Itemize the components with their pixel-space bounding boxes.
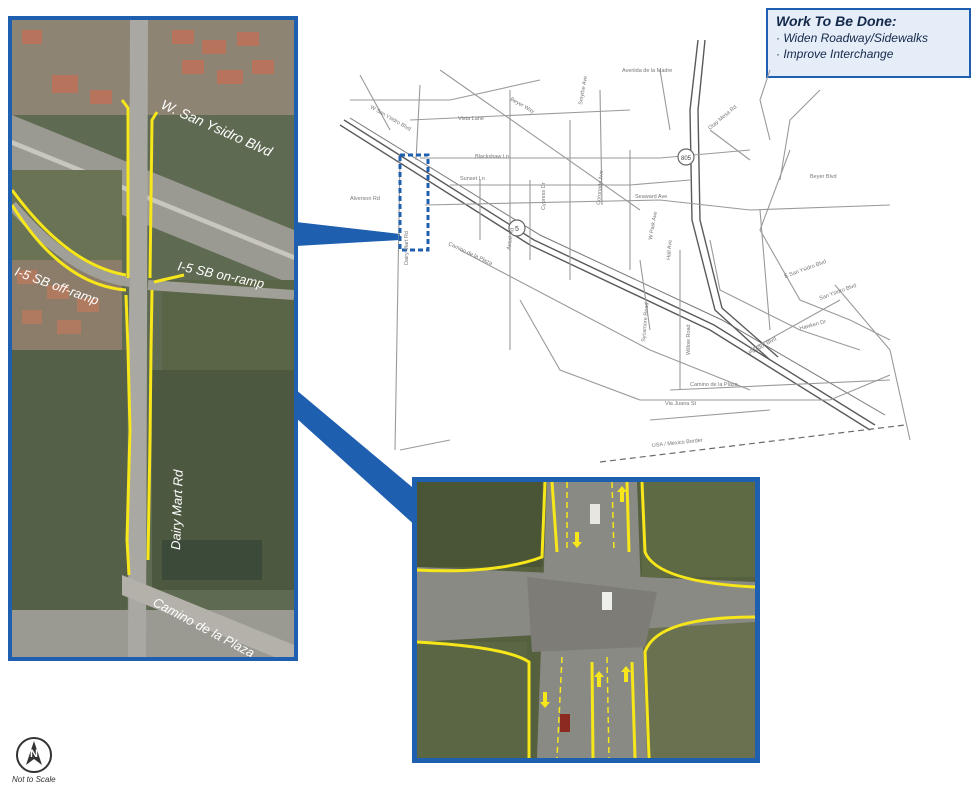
scale-note: Not to Scale (12, 775, 56, 784)
intersection-inset-panel (412, 477, 760, 763)
shield-label-805: 805 (681, 156, 692, 162)
map-label: Otay Mesa Rd (707, 104, 738, 131)
map-label: W Park Ave (648, 211, 659, 240)
map-label: Blackshaw Ln (475, 154, 509, 160)
map-label: Sycamore Road (641, 302, 650, 342)
lane-arrow-icon (572, 532, 582, 548)
map-label: Vista Lane (458, 116, 484, 122)
map-label: Hall Ave (666, 240, 674, 261)
project-location-box (398, 153, 430, 252)
map-label: Cypress Dr (541, 182, 547, 210)
map-label: Dairy Mart Rd (404, 231, 410, 265)
north-arrow-icon: N (16, 737, 52, 773)
north-letter: N (30, 748, 38, 760)
map-label: Alverson Rd (350, 196, 380, 202)
aerial-photo: W. San Ysidro Blvd I-5 SB off-ramp I-5 S… (12, 20, 294, 657)
intersection-aerial (417, 482, 755, 758)
legend-item-interchange: · Improve Interchange (776, 47, 894, 61)
lane-arrow-icon (594, 671, 604, 687)
interstate-shield-icon (508, 219, 526, 237)
map-label: Camino de la Plaza (690, 382, 739, 388)
map-label: Averil Rd (506, 227, 516, 250)
overview-street-map: 805 5 Averiida de la Madre Sunset Ln Vis… (339, 39, 911, 463)
map-label: Beyer Blvd (810, 174, 837, 180)
aerial-label-dairy-mart: Dairy Mart Rd (168, 469, 186, 550)
map-label: USA / Mexico Border (652, 438, 704, 449)
callout-wedge-overview (296, 222, 400, 246)
legend-item-widen: · Widen Roadway/Sidewalks (776, 31, 928, 45)
lane-arrow-icon (621, 666, 631, 682)
map-label: Sunset Ln (460, 176, 485, 182)
interstate-shield-icon (677, 148, 695, 166)
map-label: E San Ysidro Blvd (784, 259, 828, 280)
shield-label-5: 5 (515, 226, 519, 233)
map-label: Coronado Ave (596, 170, 605, 205)
map-label: W San Ysidro Blvd (369, 105, 412, 133)
map-label: Smythe Ave (578, 75, 589, 105)
map-label: San Ysidro Blvd (819, 283, 858, 302)
aerial-photo-panel: W. San Ysidro Blvd I-5 SB off-ramp I-5 S… (8, 16, 298, 661)
lane-arrow-icon (617, 486, 627, 502)
legend-title: Work To Be Done: (776, 13, 897, 29)
map-label: Beyer Way (509, 97, 535, 116)
map-label: Averiida de la Madre (622, 68, 672, 74)
map-label: Willow Road (686, 324, 692, 355)
legend-box: Work To Be Done: · Widen Roadway/Sidewal… (766, 8, 971, 78)
map-label: Camino de la Plaza (447, 241, 494, 267)
map-label: Via Juana St (665, 401, 697, 407)
map-label: Seaward Ave (635, 194, 667, 200)
lane-arrow-icon (540, 692, 550, 708)
